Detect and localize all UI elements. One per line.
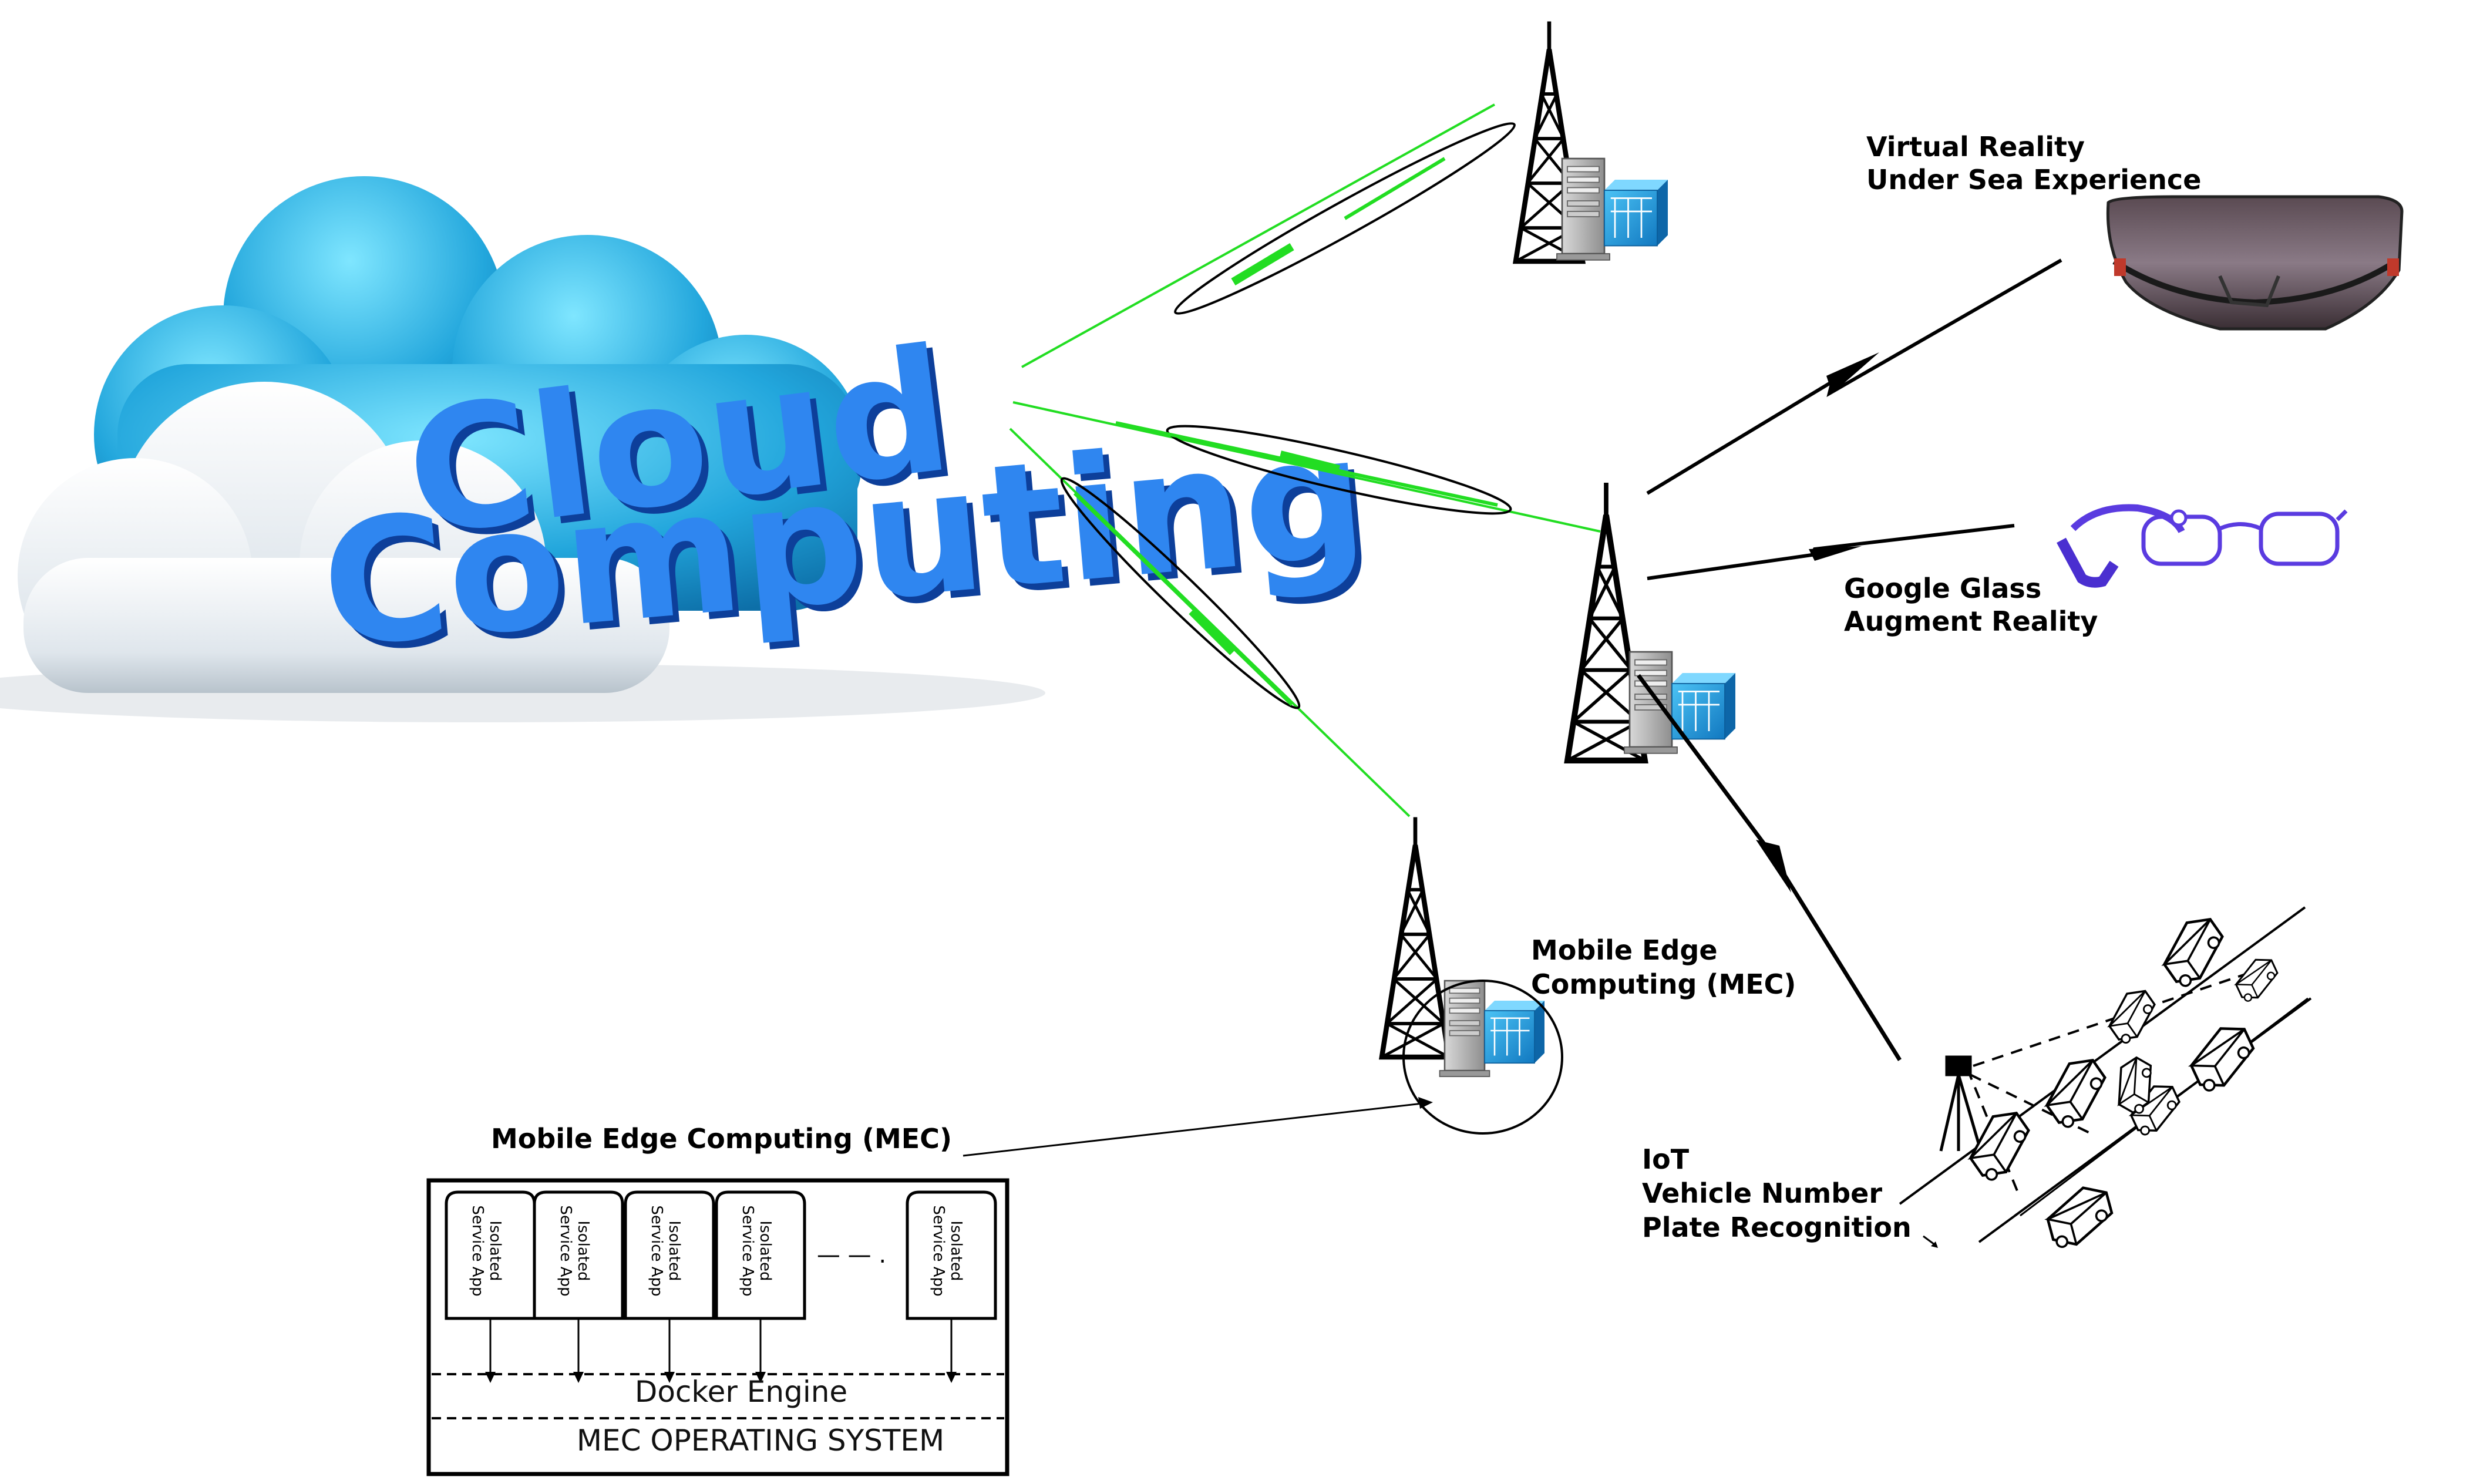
cloud-front — [18, 382, 669, 693]
app-label-line1: Isolated — [665, 1221, 683, 1281]
vr-label-line2: Under Sea Experience — [1866, 164, 2201, 196]
middle-cell-tower — [1567, 483, 1737, 760]
isolated-service-app-4: Isolated Service App — [716, 1192, 805, 1383]
app-label-line1: Isolated — [574, 1221, 592, 1281]
mec-os-layer: MEC OPERATING SYSTEM — [577, 1424, 944, 1458]
mec-highlight-circle — [1402, 980, 1563, 1135]
app-label-line2: Service App — [739, 1205, 756, 1296]
app-label-line2: Service App — [557, 1205, 574, 1296]
vr-headset-image — [2106, 195, 2404, 331]
backhaul-links — [1009, 103, 1601, 817]
apps-ellipsis: — — . — [817, 1241, 886, 1268]
traffic-camera-scene — [1899, 906, 2312, 1250]
link-cloud-to-mec-tower — [1009, 428, 1411, 817]
mec-cell-tower — [1382, 817, 1563, 1135]
app-label-line1: Isolated — [947, 1221, 965, 1281]
glass-label-line1: Google Glass — [1844, 573, 2041, 604]
mec-stack-title: Mobile Edge Computing (MEC) — [491, 1123, 952, 1155]
link-cloud-to-top-tower — [1021, 103, 1516, 368]
access-links — [1637, 258, 2062, 1061]
google-glass-image — [2057, 504, 2348, 588]
isolated-service-app-1: Isolated Service App — [446, 1192, 534, 1383]
isolated-service-app-n: Isolated Service App — [907, 1192, 995, 1383]
app-label-line2: Service App — [469, 1205, 486, 1296]
mec-tower-label-line2: Computing (MEC) — [1531, 968, 1796, 1000]
docker-engine-layer: Docker Engine — [635, 1375, 847, 1409]
iot-label-line3: Plate Recognition — [1642, 1212, 1912, 1243]
traffic-camera-tripod — [1939, 1055, 1981, 1152]
iot-label-line1: IoT — [1642, 1143, 1690, 1175]
isolated-service-app-3: Isolated Service App — [625, 1192, 714, 1383]
link-cloud-to-mid-tower — [1012, 401, 1601, 533]
isolated-service-app-2: Isolated Service App — [534, 1192, 622, 1383]
mec-pointer-arrow — [963, 1097, 1433, 1157]
iot-label-line2: Vehicle Number — [1642, 1177, 1882, 1209]
vr-label-line1: Virtual Reality — [1866, 131, 2085, 163]
app-label-line1: Isolated — [486, 1221, 504, 1281]
mec-tower-label-line1: Mobile Edge — [1531, 934, 1718, 966]
iot-pointer-arrow — [1923, 1235, 1938, 1248]
glass-label-line2: Augment Reality — [1844, 605, 2098, 637]
app-label-line2: Service App — [930, 1205, 947, 1296]
mec-software-stack: Isolated Service App Isolated Service Ap… — [426, 1178, 1010, 1476]
top-cell-tower — [1516, 21, 1669, 261]
app-label-line1: Isolated — [756, 1221, 774, 1281]
cloud-computing-graphic: Cloud Cloud Computing Computing — [0, 176, 1380, 722]
app-label-line2: Service App — [648, 1205, 665, 1296]
